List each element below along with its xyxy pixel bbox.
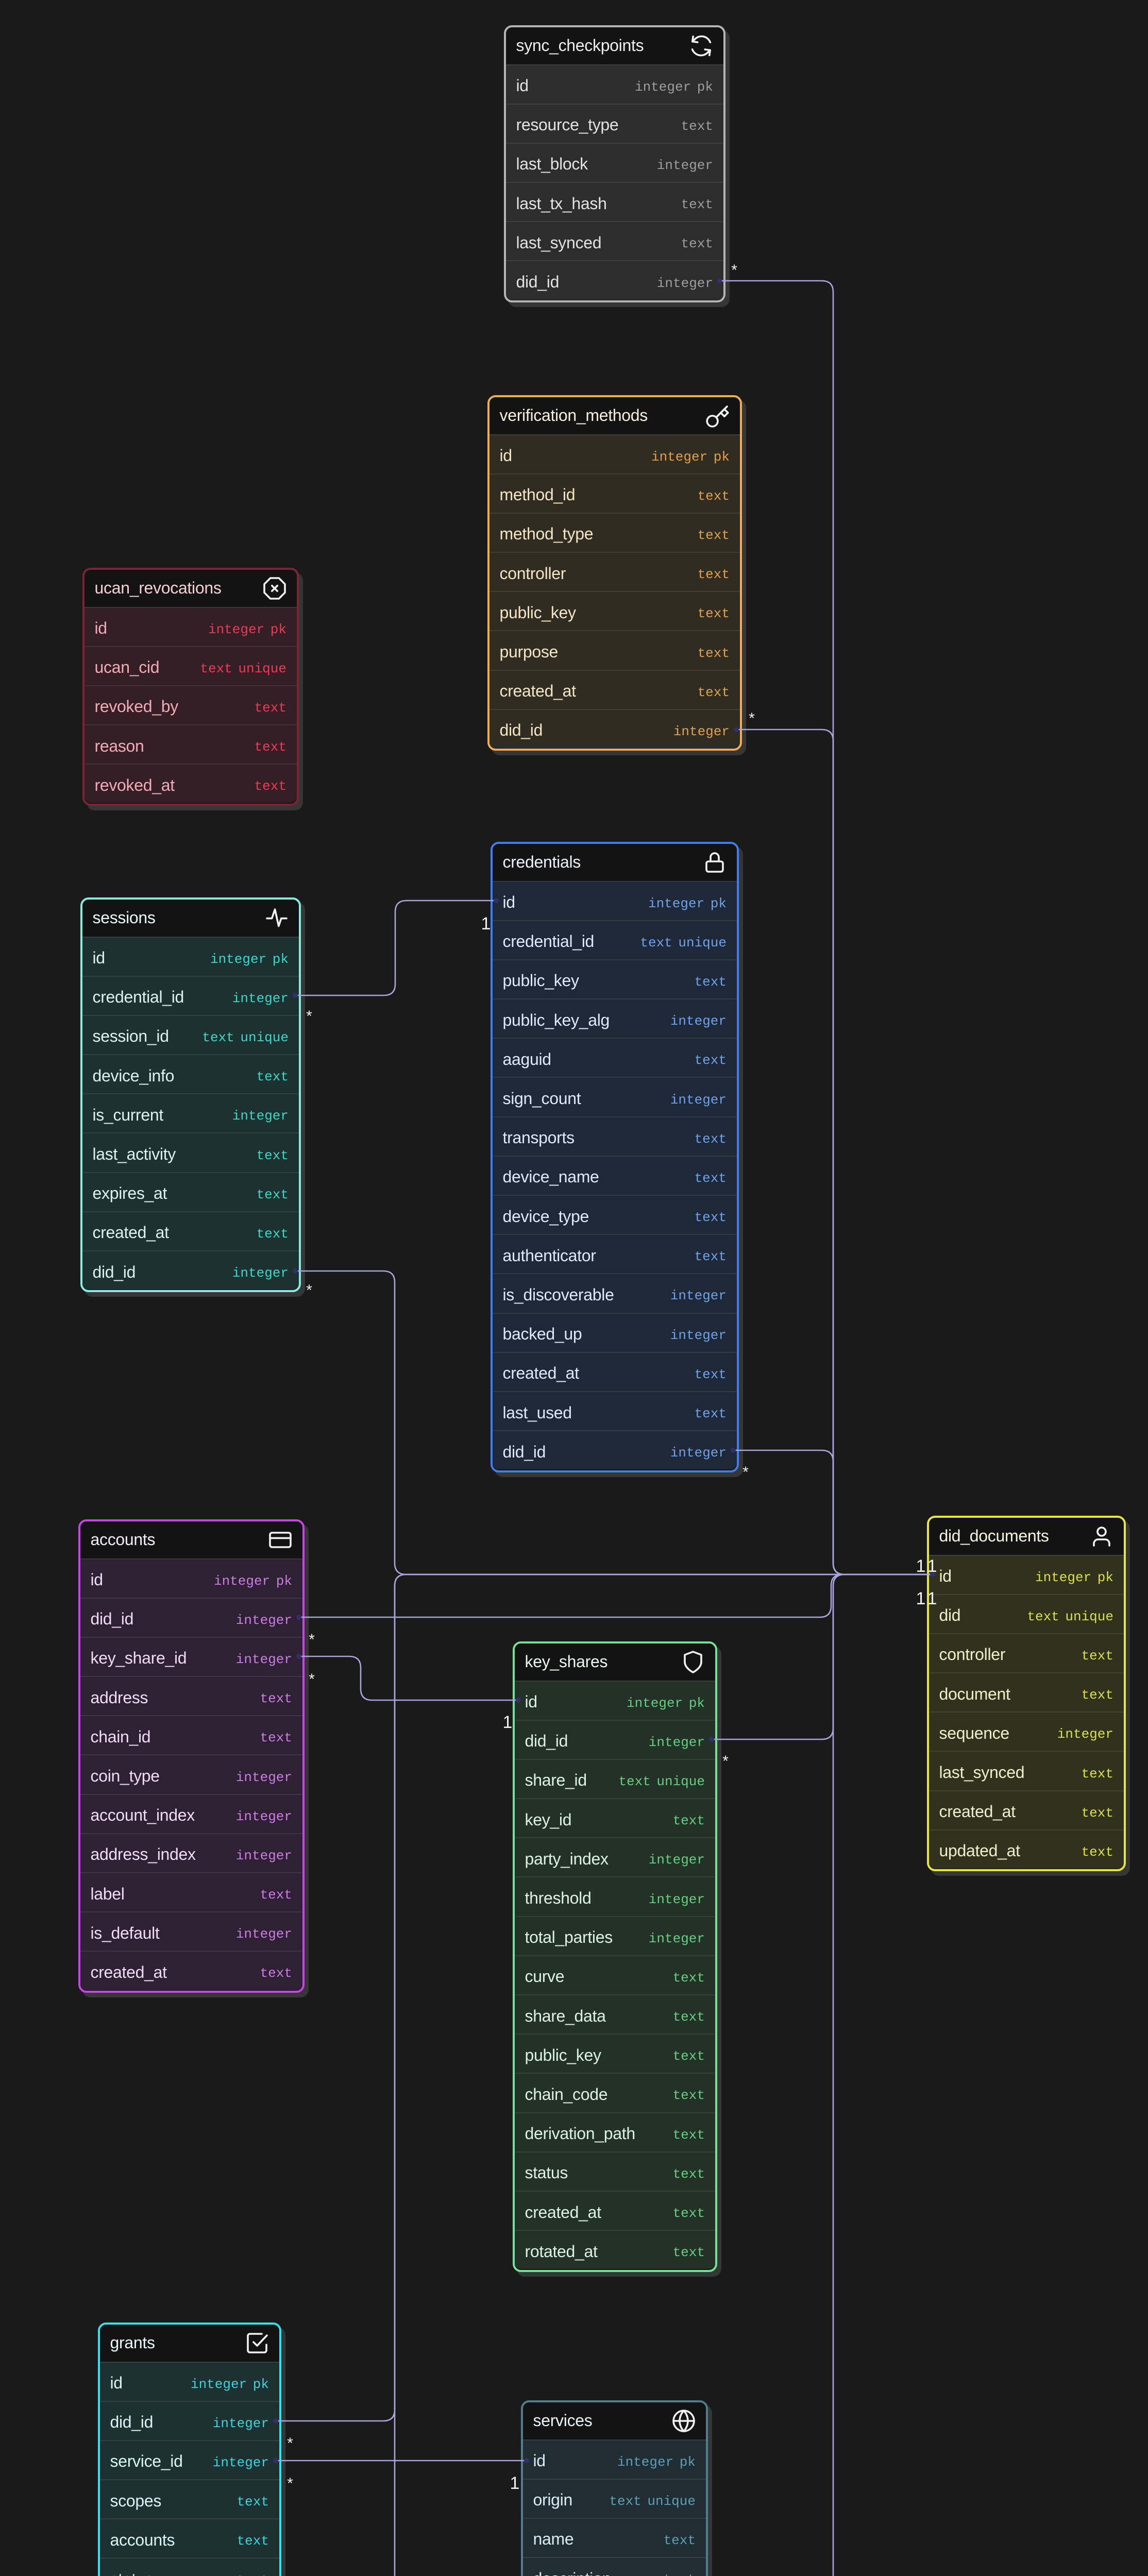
svg-text:*: * bbox=[722, 1753, 729, 1770]
svg-text:*: * bbox=[306, 1282, 312, 1299]
svg-text:*: * bbox=[309, 1631, 315, 1648]
svg-text:*: * bbox=[306, 1008, 312, 1025]
svg-text:*: * bbox=[287, 2435, 293, 2452]
svg-text:1: 1 bbox=[481, 914, 491, 934]
svg-text:1: 1 bbox=[503, 1713, 513, 1732]
svg-text:*: * bbox=[287, 2475, 293, 2492]
svg-text:*: * bbox=[749, 710, 755, 727]
svg-text:*: * bbox=[309, 1671, 315, 1688]
svg-text:*: * bbox=[742, 1464, 749, 1481]
svg-text:1: 1 bbox=[510, 2473, 520, 2493]
svg-text:1: 1 bbox=[916, 1589, 926, 1608]
svg-text:1: 1 bbox=[916, 1556, 926, 1576]
svg-text:*: * bbox=[731, 262, 737, 279]
